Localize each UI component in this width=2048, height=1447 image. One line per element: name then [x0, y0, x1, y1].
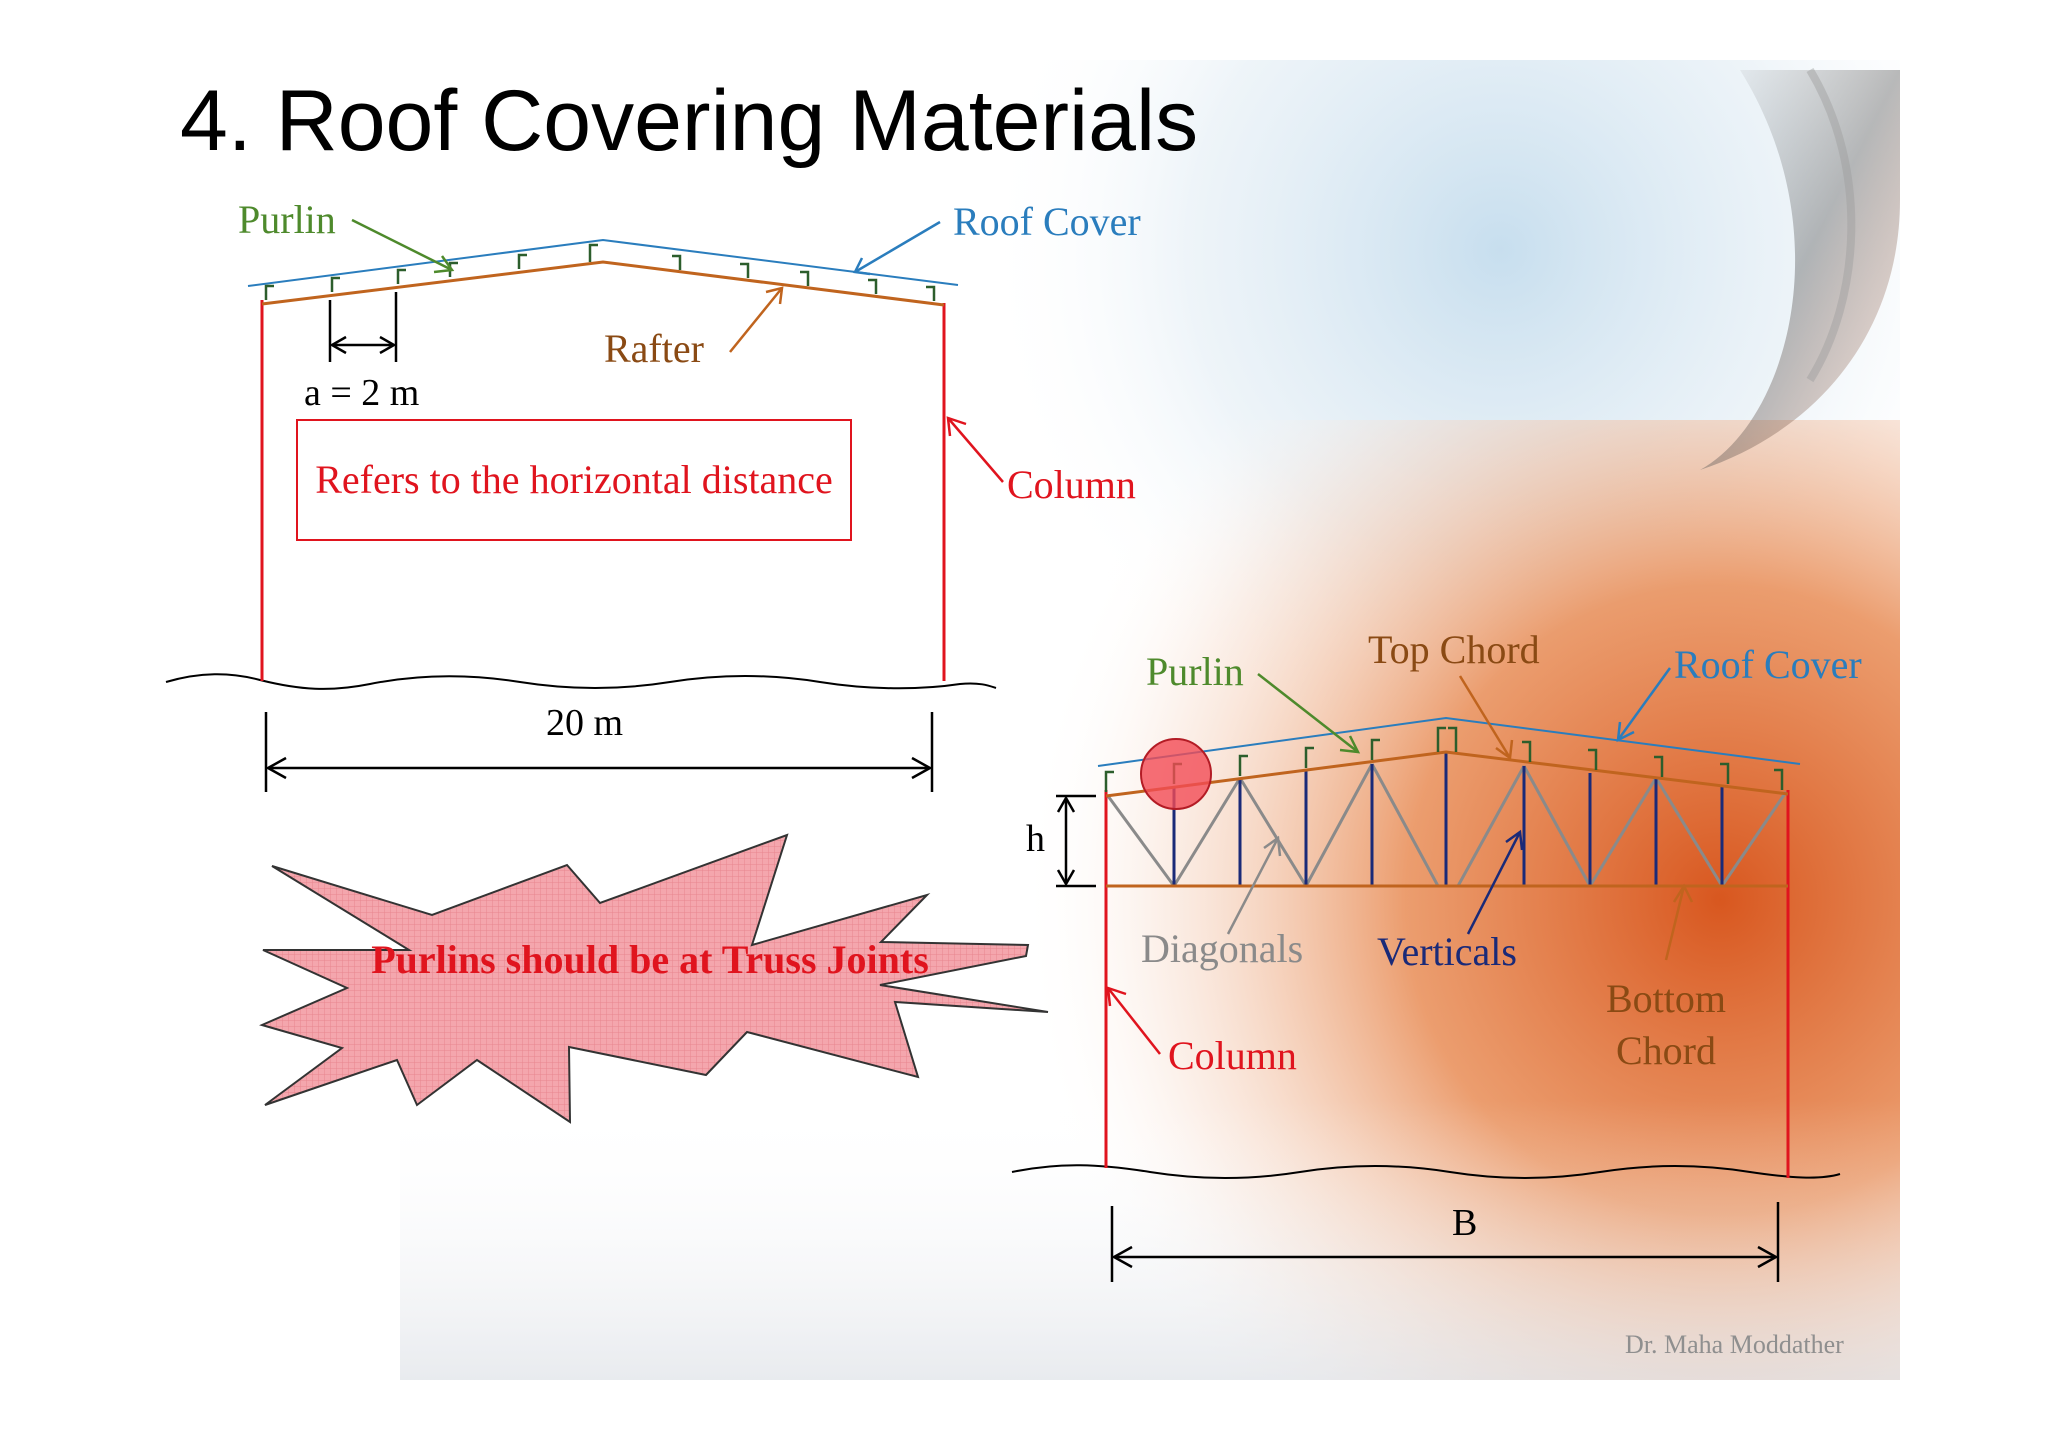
diagonals-label: Diagonals — [1141, 926, 1304, 971]
slide-title: 4. Roof Covering Materials — [180, 73, 1199, 169]
diagonals-arrow — [1226, 835, 1282, 935]
ground-line-2 — [1011, 1164, 1841, 1179]
rafter-arrow — [729, 286, 784, 353]
roof-cover-line — [247, 238, 959, 287]
purlins-group — [264, 243, 936, 301]
height-label: h — [1026, 818, 1045, 860]
verticals-label: Verticals — [1377, 929, 1517, 974]
truss-purlin-label: Purlin — [1146, 649, 1244, 694]
rafter-purlin-label: Purlin — [238, 197, 336, 242]
spacing-label: a = 2 m — [304, 372, 420, 414]
truss-column-arrow — [1106, 986, 1161, 1055]
callout-text: Purlins should be at Truss Joints — [371, 937, 929, 982]
joint-highlight-circle — [1140, 738, 1212, 810]
truss-verticals — [1172, 752, 1724, 886]
roof-cover-arrow — [853, 220, 941, 276]
rafter-roof-cover-label: Roof Cover — [953, 199, 1141, 244]
rafter-line — [261, 260, 945, 307]
ground-line — [165, 673, 997, 690]
footer-author: Dr. Maha Moddather — [1625, 1330, 1844, 1359]
bottom-chord-arrow — [1664, 883, 1694, 961]
rafter-column-label: Column — [1007, 462, 1136, 507]
truss-purlin-arrow — [1257, 673, 1361, 754]
purlin-arrow — [351, 218, 455, 274]
truss-span-label: B — [1452, 1202, 1478, 1244]
top-chord-label: Top Chord — [1368, 627, 1540, 672]
rafter-label: Rafter — [604, 326, 704, 371]
top-chord-arrow — [1458, 675, 1514, 761]
truss-diagonals — [1106, 763, 1788, 887]
truss-roof-cover-arrow — [1616, 667, 1672, 743]
truss-roof-cover-line — [1097, 716, 1801, 767]
column-arrow — [946, 416, 1004, 483]
truss-column-label: Column — [1168, 1033, 1297, 1078]
verticals-arrow — [1466, 829, 1524, 935]
rafter-span-label: 20 m — [546, 702, 624, 744]
truss-roof-cover-label: Roof Cover — [1674, 642, 1862, 687]
horizontal-distance-note: Refers to the horizontal distance — [296, 419, 852, 541]
bottom-chord-label: Bottom Chord — [1605, 976, 1727, 1073]
top-chord-line — [1105, 750, 1789, 798]
